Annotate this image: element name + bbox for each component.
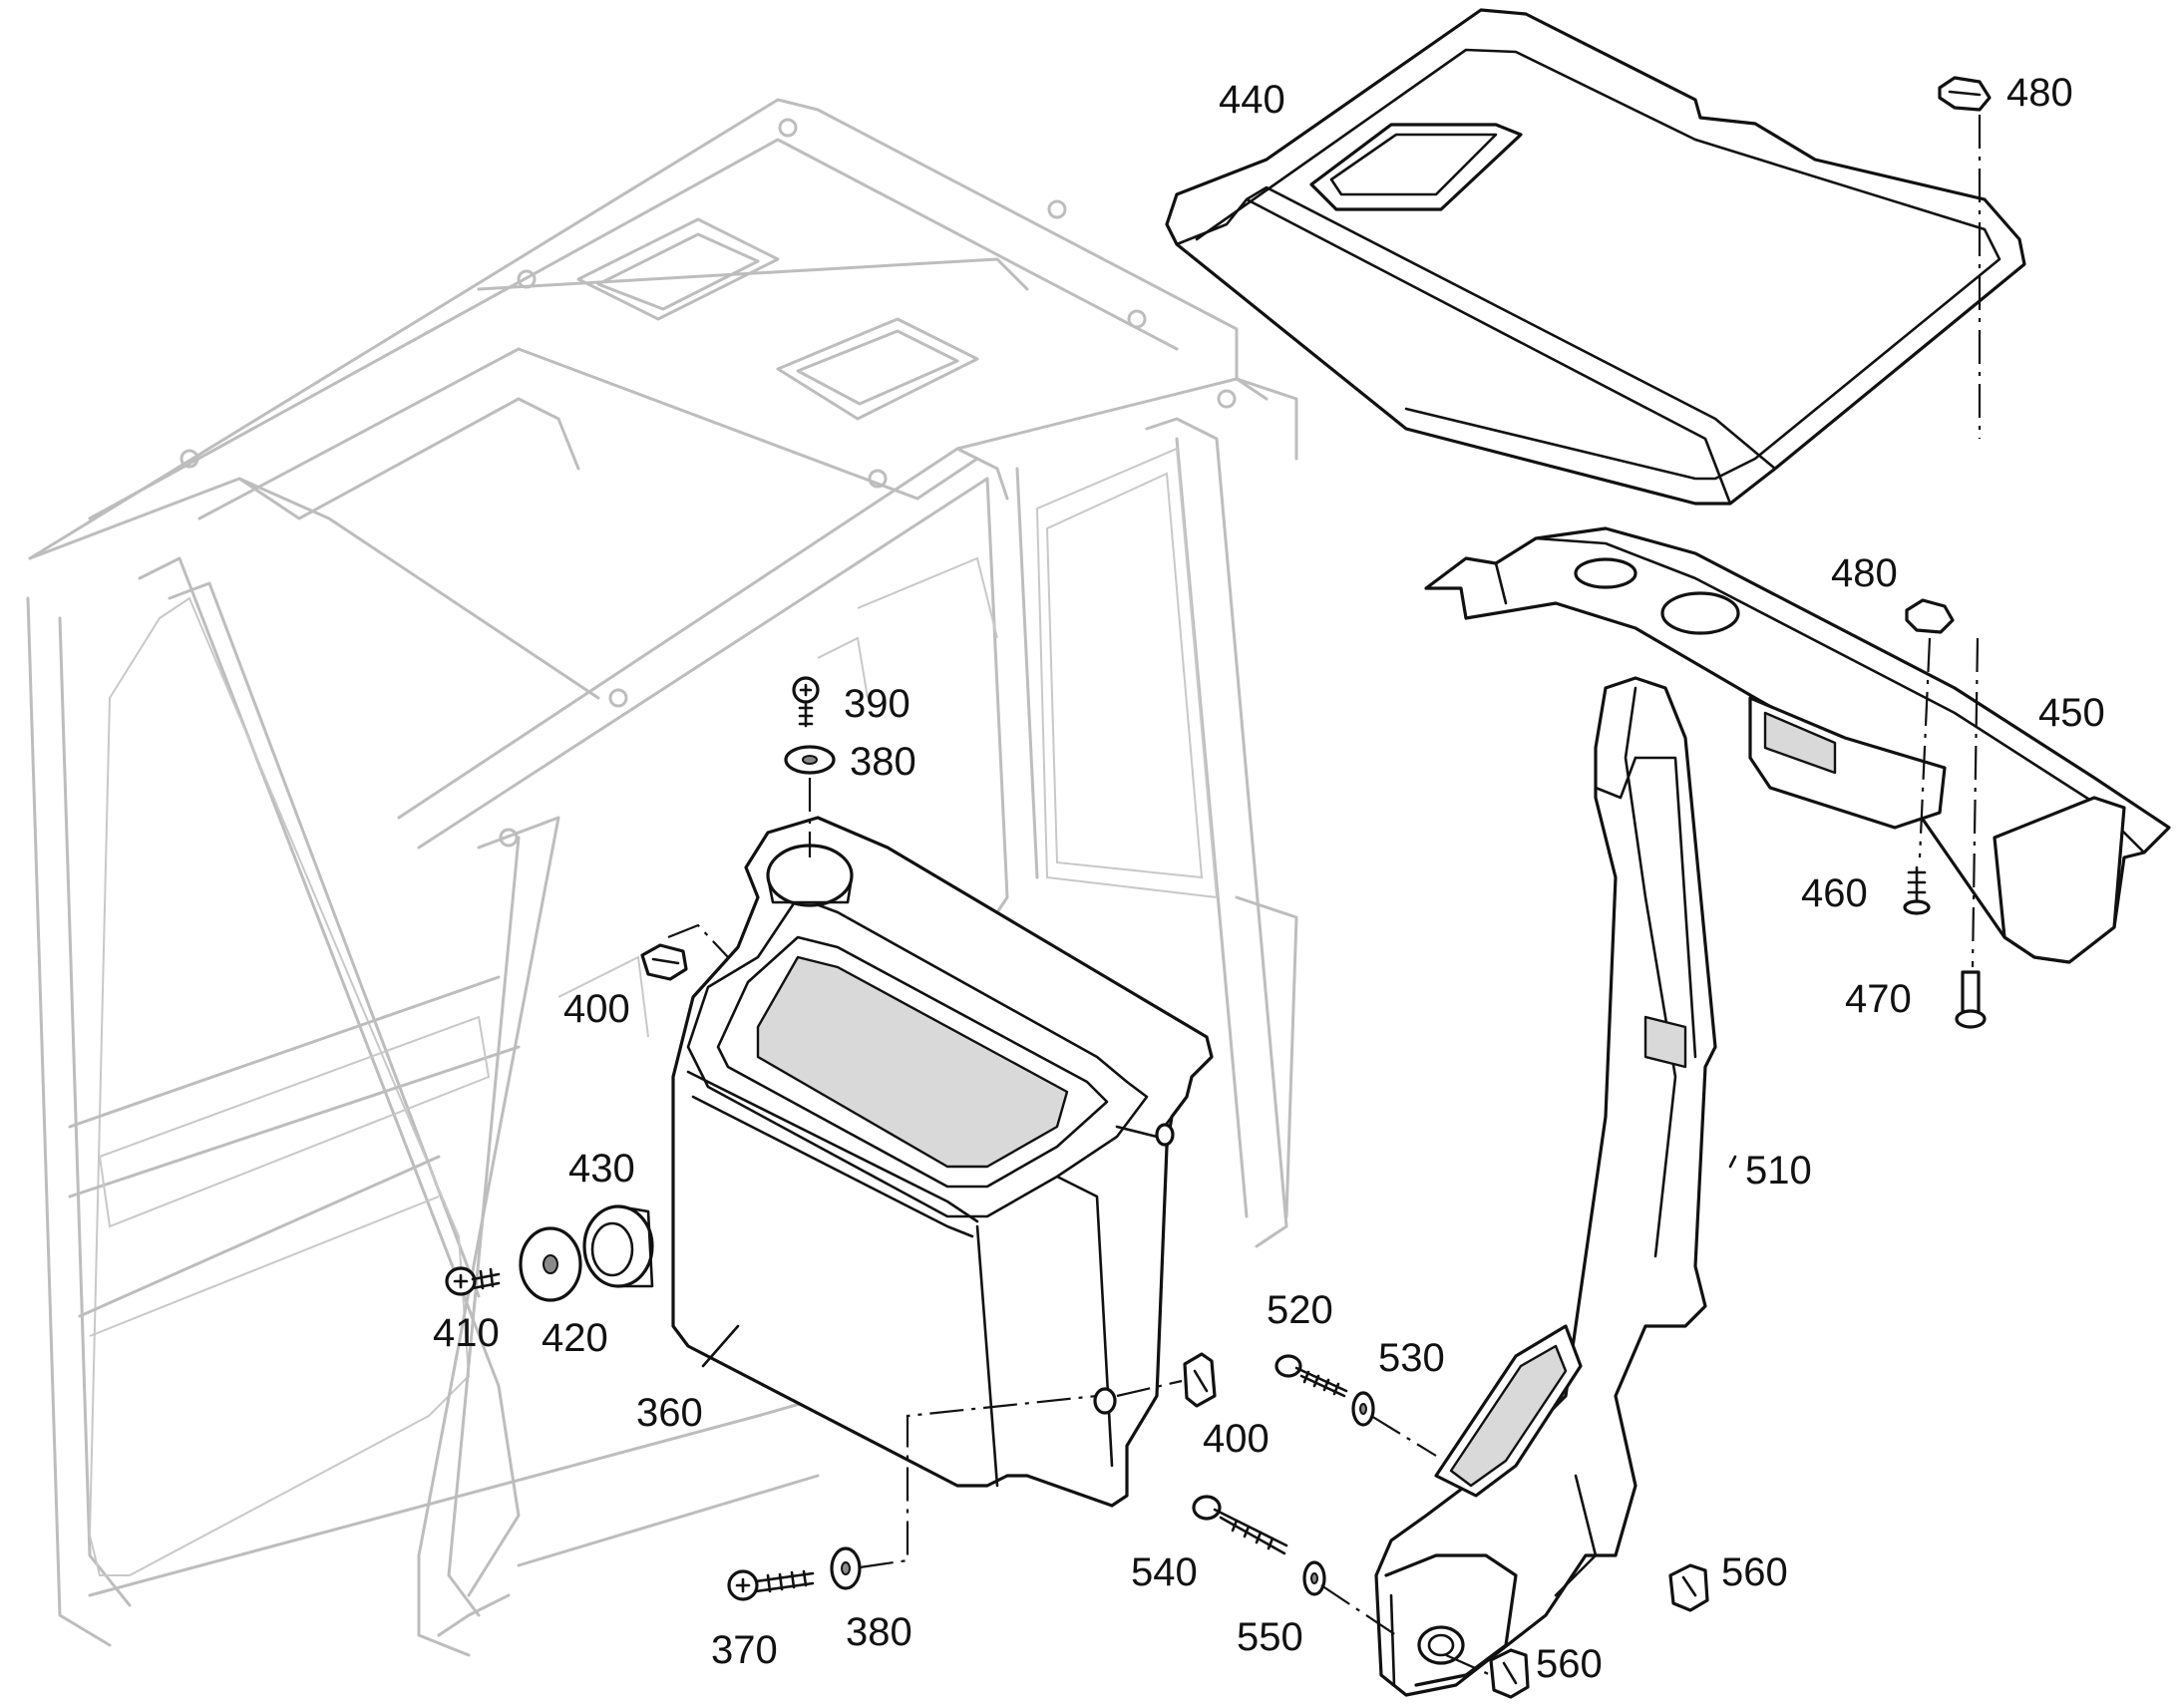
centerline-480-460 bbox=[1918, 637, 1932, 858]
callout-480-mid: 480 bbox=[1831, 551, 1898, 595]
centerline-560 bbox=[1445, 1653, 1492, 1677]
part-450-rear-trim bbox=[1424, 526, 2171, 964]
callout-420: 420 bbox=[542, 1316, 608, 1360]
callout-550: 550 bbox=[1237, 1615, 1303, 1659]
callout-370: 370 bbox=[711, 1628, 778, 1672]
leader-510 bbox=[1728, 1155, 1737, 1169]
centerline-370 bbox=[859, 1394, 1098, 1569]
part-400-clip-left bbox=[640, 943, 688, 981]
part-480-clip-mid bbox=[1905, 598, 1955, 634]
part-560-clip-lower bbox=[1489, 1648, 1530, 1699]
cab-frame bbox=[26, 98, 1298, 1657]
part-380-washer-bottom bbox=[830, 1546, 862, 1590]
callout-470: 470 bbox=[1845, 977, 1912, 1021]
part-540-bolt bbox=[1192, 1495, 1288, 1555]
callout-410: 410 bbox=[433, 1311, 500, 1355]
part-400-clip-right bbox=[1183, 1352, 1217, 1408]
part-370-screw bbox=[727, 1569, 815, 1601]
callout-530: 530 bbox=[1378, 1336, 1445, 1380]
centerline-480-470 bbox=[1971, 115, 1982, 968]
centerline-530 bbox=[1370, 1415, 1437, 1457]
centerline-400-left bbox=[667, 923, 729, 958]
leader-360 bbox=[701, 1324, 740, 1368]
callout-380-bottom: 380 bbox=[846, 1610, 912, 1654]
part-560-clip-upper bbox=[1668, 1563, 1709, 1612]
callout-390: 390 bbox=[844, 682, 910, 726]
part-520-bolt bbox=[1274, 1354, 1348, 1398]
centerline-400-right bbox=[1116, 1379, 1183, 1398]
callout-450: 450 bbox=[2038, 691, 2105, 735]
callout-400-left: 400 bbox=[563, 987, 630, 1031]
callout-360: 360 bbox=[636, 1391, 703, 1435]
part-480-clip-top bbox=[1938, 76, 1992, 112]
callout-380-top: 380 bbox=[850, 740, 916, 784]
part-510-pillar-trim bbox=[1374, 676, 1717, 1697]
callout-440: 440 bbox=[1219, 78, 1285, 122]
centerline-550 bbox=[1320, 1584, 1397, 1636]
part-410-screw bbox=[445, 1266, 501, 1296]
callout-560-lower: 560 bbox=[1536, 1642, 1603, 1686]
callout-430: 430 bbox=[568, 1147, 635, 1191]
part-430-grommet bbox=[582, 1204, 654, 1288]
callout-540: 540 bbox=[1131, 1550, 1198, 1594]
part-360-storage-box bbox=[671, 816, 1214, 1508]
part-390-screw bbox=[792, 676, 820, 728]
callout-510: 510 bbox=[1745, 1149, 1812, 1193]
part-440-roof-liner bbox=[1165, 8, 2026, 506]
callout-400-right: 400 bbox=[1203, 1417, 1270, 1461]
part-460-screw bbox=[1903, 865, 1931, 915]
part-380-washer-top bbox=[784, 745, 836, 775]
callout-560-upper: 560 bbox=[1721, 1550, 1788, 1594]
part-470-bolt bbox=[1955, 970, 1987, 1029]
part-530-washer bbox=[1351, 1391, 1375, 1427]
callout-480-top: 480 bbox=[2006, 71, 2073, 115]
part-550-washer bbox=[1302, 1560, 1326, 1596]
callout-labels: 440 480 480 450 460 470 390 380 400 430 … bbox=[433, 71, 2105, 1686]
callout-460: 460 bbox=[1801, 871, 1868, 915]
part-420-cap bbox=[519, 1226, 582, 1302]
callout-520: 520 bbox=[1267, 1288, 1333, 1332]
